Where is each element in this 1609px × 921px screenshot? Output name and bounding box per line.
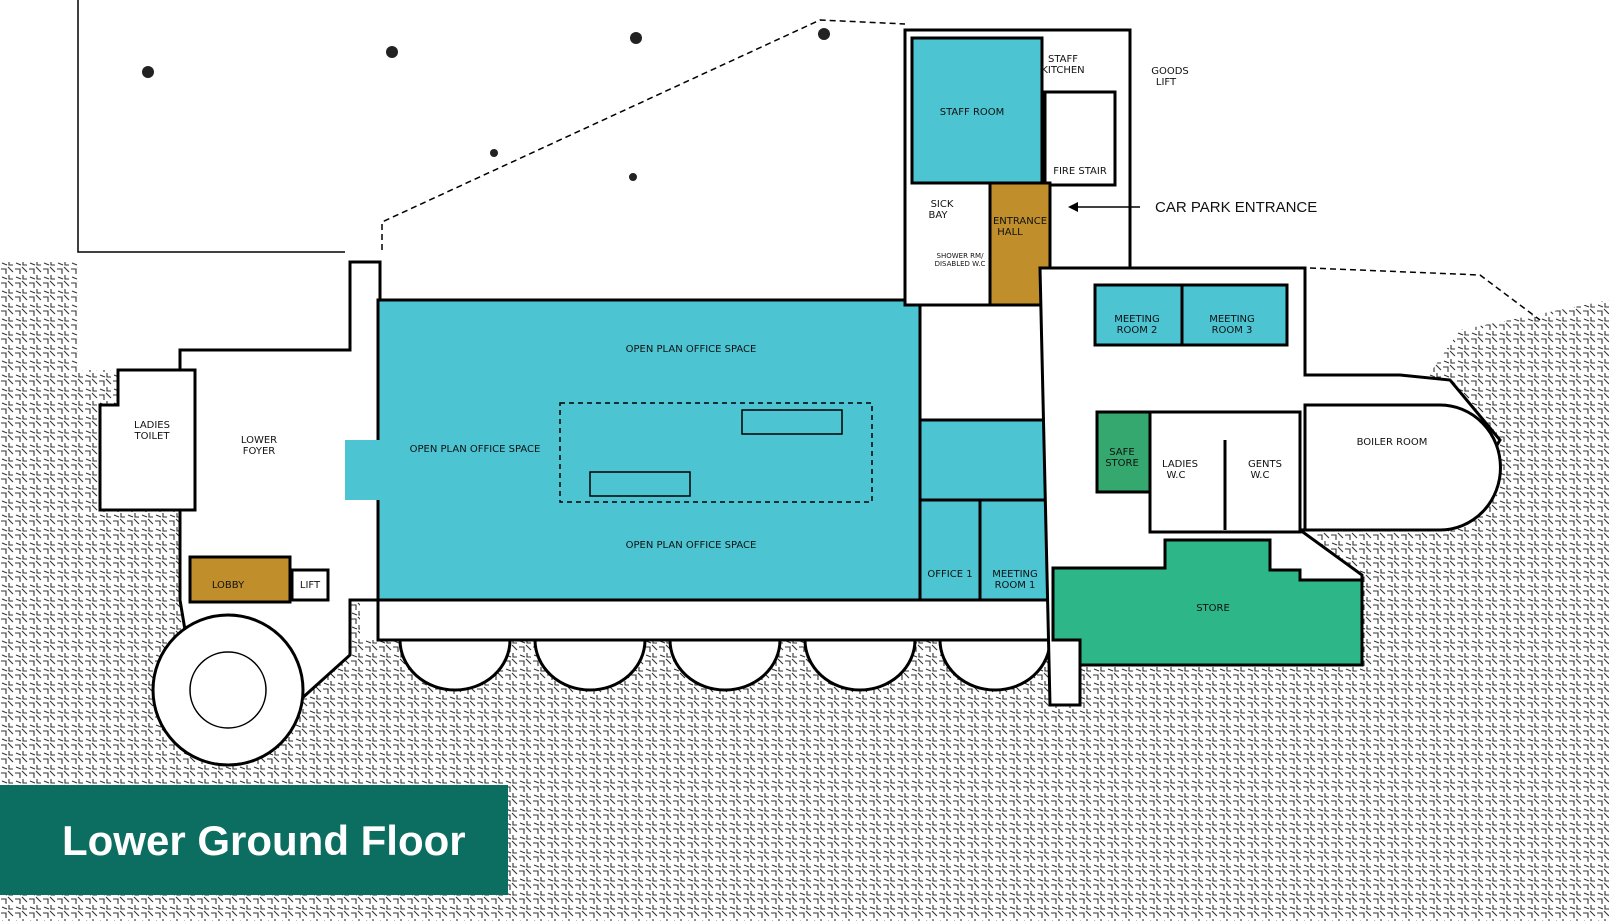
- label-staff-room: STAFF ROOM: [940, 107, 1005, 118]
- ground-hatch: [0, 262, 1609, 921]
- label-fire-stair: FIRE STAIR: [1053, 166, 1107, 177]
- spiral-stair: [189, 651, 267, 729]
- label-store: STORE: [1196, 603, 1230, 614]
- lobby-room: [188, 555, 292, 604]
- stair-icons: [589, 409, 843, 497]
- open-plan-office: [376, 298, 925, 602]
- label-boiler-room: BOILER ROOM: [1357, 437, 1428, 448]
- meeting-room-3-room: [1180, 283, 1289, 347]
- floor-title: Lower Ground Floor: [62, 817, 466, 864]
- office-1-room: [918, 498, 982, 602]
- label-lobby: LOBBY: [212, 580, 245, 591]
- hall-opening: [345, 440, 380, 500]
- staff-room-room: [910, 36, 1044, 185]
- stair-tower: [151, 613, 305, 767]
- safe-store-room: [1095, 410, 1152, 494]
- dashed-boundary-right: [1309, 267, 1541, 321]
- atrium-outline: [559, 402, 873, 503]
- label-shower-disabled: SHOWER RM/DISABLED W.C: [935, 252, 986, 268]
- office-corridor: [918, 418, 1052, 502]
- floor-title-banner: Lower Ground Floor: [0, 785, 508, 895]
- label-open-plan-left: OPEN PLAN OFFICE SPACE: [410, 444, 541, 455]
- site-boundary: [77, 0, 345, 253]
- label-lift: LIFT: [300, 580, 321, 591]
- ladies-toilet-room: [98, 368, 197, 512]
- boiler-room-room: [1303, 403, 1502, 532]
- window-bays: [398, 638, 1052, 692]
- fire-stair-room: [1043, 90, 1117, 187]
- arrow-icon: [1068, 202, 1078, 212]
- label-open-plan-top: OPEN PLAN OFFICE SPACE: [626, 344, 757, 355]
- label-office-1: OFFICE 1: [927, 569, 972, 580]
- label-open-plan-bottom: OPEN PLAN OFFICE SPACE: [626, 540, 757, 551]
- lift-room: [290, 568, 330, 602]
- south-wall-strip: [376, 598, 1052, 642]
- store-room: [1051, 538, 1364, 667]
- dashed-boundary: [381, 19, 906, 250]
- car-park-entrance-label: CAR PARK ENTRANCE: [1155, 199, 1318, 216]
- tree-icons: [142, 28, 830, 181]
- meeting-room-1-room: [978, 498, 1052, 602]
